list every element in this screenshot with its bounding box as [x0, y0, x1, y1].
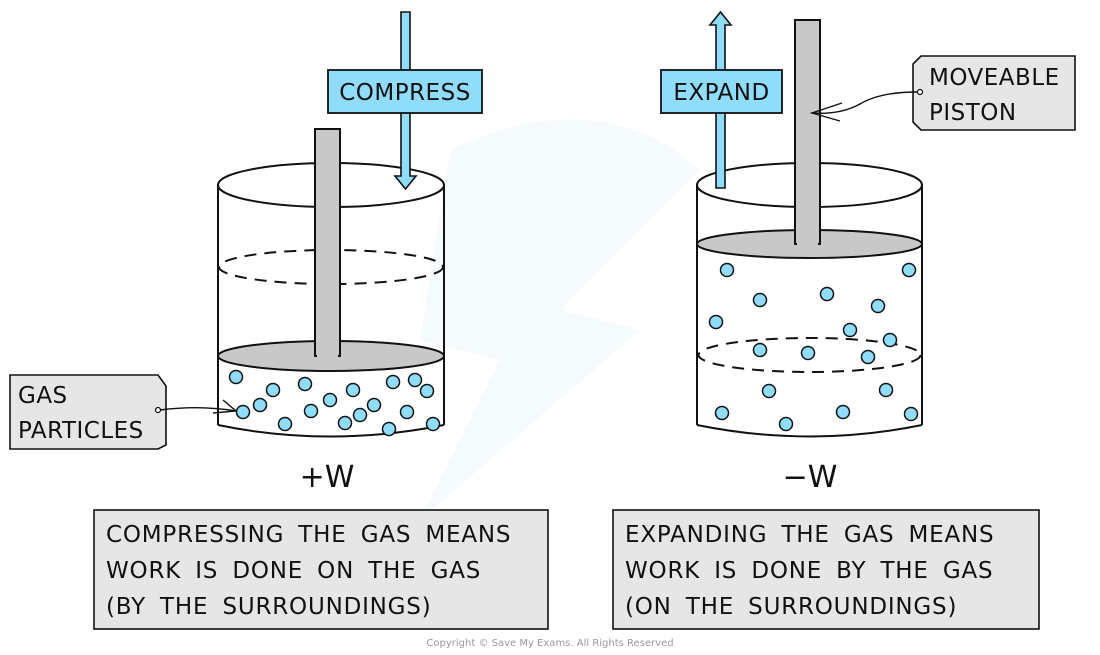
gas-particle	[870, 298, 886, 314]
gas-particle	[901, 262, 917, 278]
gas-particle	[277, 416, 293, 432]
gas-particle	[708, 314, 724, 330]
expand-label-text: EXPAND	[673, 80, 769, 106]
right-gas-particles	[708, 262, 919, 432]
gas-particle	[752, 292, 768, 308]
gas-particle	[265, 382, 281, 398]
gas-particle	[778, 416, 794, 432]
right-cylinder	[696, 19, 923, 438]
gas-particle	[882, 332, 898, 348]
gas-particle	[352, 407, 368, 423]
piston-rod	[314, 128, 341, 357]
compress-label: COMPRESS	[327, 69, 483, 114]
right-description-line-3: (ON THE SURROUNDINGS)	[625, 594, 957, 620]
left-gas-particles	[228, 369, 441, 437]
right-description-line-1: EXPANDING THE GAS MEANS	[625, 522, 994, 548]
gas-particle	[385, 374, 401, 390]
gas-particle	[878, 382, 894, 398]
moveable-piston-callout: MOVEABLE PISTON	[809, 55, 1076, 131]
left-description-line-3: (BY THE SURROUNDINGS)	[106, 594, 431, 620]
gas-particle	[345, 382, 361, 398]
expand-label: EXPAND	[660, 69, 783, 114]
gas-particle	[322, 392, 338, 408]
left-cylinder	[217, 128, 445, 438]
gas-particle	[842, 322, 858, 338]
right-description-line-2: WORK IS DONE BY THE GAS	[625, 558, 993, 584]
gas-particle	[407, 372, 423, 388]
gas-particle	[752, 342, 768, 358]
gas-particle	[366, 397, 382, 413]
gas-particle	[903, 406, 919, 422]
right-description-box: EXPANDING THE GAS MEANS WORK IS DONE BY …	[612, 509, 1040, 630]
gas-particle	[337, 415, 353, 431]
watermark-logo	[420, 119, 700, 520]
left-work-sign: +W	[300, 460, 355, 495]
gas-particle	[819, 286, 835, 302]
gas-particle	[719, 262, 735, 278]
gas-particle	[425, 416, 441, 432]
copyright-notice: Copyright © Save My Exams. All Rights Re…	[426, 638, 673, 649]
right-work-sign: −W	[783, 460, 838, 495]
gas-particle	[235, 404, 251, 420]
gas-particle	[860, 349, 876, 365]
gas-particle	[381, 421, 397, 437]
left-description-line-1: COMPRESSING THE GAS MEANS	[106, 522, 511, 548]
gas-particle	[399, 404, 415, 420]
gas-particle	[297, 376, 313, 392]
left-description-box: COMPRESSING THE GAS MEANS WORK IS DONE O…	[93, 509, 549, 630]
gas-particles-callout: GAS PARTICLES	[9, 374, 238, 450]
gas-particle	[252, 397, 268, 413]
callout-line-1: MOVEABLE	[929, 65, 1060, 91]
piston-rod	[794, 19, 821, 245]
left-description-line-2: WORK IS DONE ON THE GAS	[106, 558, 481, 584]
gas-particle	[800, 345, 816, 361]
callout-line-2: PARTICLES	[18, 418, 144, 444]
gas-particle	[228, 369, 244, 385]
callout-line-2: PISTON	[929, 100, 1017, 126]
callout-line-1: GAS	[18, 383, 68, 409]
compress-label-text: COMPRESS	[339, 80, 471, 106]
gas-particle	[761, 383, 777, 399]
gas-particle	[303, 403, 319, 419]
gas-particle	[835, 404, 851, 420]
gas-particle	[714, 405, 730, 421]
previous-piston-position	[697, 337, 922, 373]
gas-particle	[419, 383, 435, 399]
